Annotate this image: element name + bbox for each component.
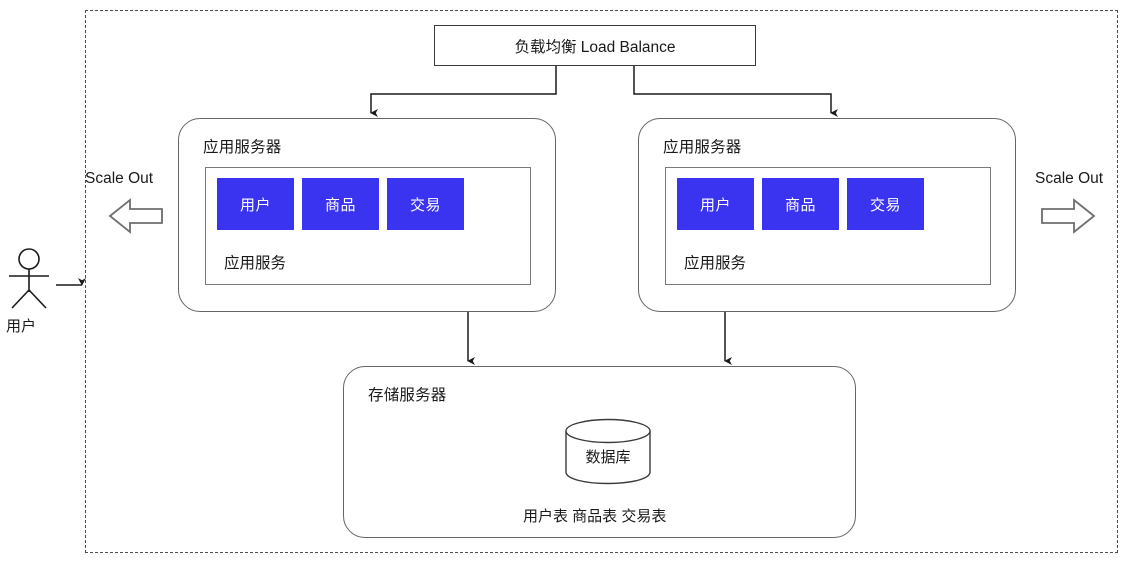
storage-tables-label: 用户表 商品表 交易表 [523,508,667,525]
module-tile-product[interactable]: 商品 [302,178,379,230]
module-tile-transaction[interactable]: 交易 [847,178,924,230]
load-balancer-label: 负载均衡 Load Balance [514,38,676,56]
app-service-label-left: 应用服务 [224,255,287,272]
scale-out-left-arrow-icon [108,196,164,241]
module-tiles-right: 用户 商品 交易 [677,178,924,230]
actor-stick-figure-icon [4,248,68,310]
app-server-left: 应用服务器 用户 商品 交易 应用服务 [178,118,556,312]
scale-out-right-label: Scale Out [1035,170,1104,187]
app-service-container-left: 用户 商品 交易 应用服务 [205,167,531,285]
app-server-left-title: 应用服务器 [203,139,282,156]
actor-label: 用户 [6,318,37,335]
storage-server-title: 存储服务器 [368,387,447,404]
module-tiles-left: 用户 商品 交易 [217,178,464,230]
scale-out-left-label: Scale Out [85,170,154,187]
app-server-right: 应用服务器 用户 商品 交易 应用服务 [638,118,1016,312]
database-label: 数据库 [585,448,631,466]
module-tile-product[interactable]: 商品 [762,178,839,230]
app-server-right-title: 应用服务器 [663,139,742,156]
app-service-container-right: 用户 商品 交易 应用服务 [665,167,991,285]
module-tile-transaction[interactable]: 交易 [387,178,464,230]
app-service-label-right: 应用服务 [684,255,747,272]
module-tile-user[interactable]: 用户 [217,178,294,230]
scale-out-right-arrow-icon [1040,196,1096,241]
module-tile-user[interactable]: 用户 [677,178,754,230]
load-balancer-box: 负载均衡 Load Balance [434,25,756,66]
database-cylinder-icon: 数据库 [565,418,651,485]
